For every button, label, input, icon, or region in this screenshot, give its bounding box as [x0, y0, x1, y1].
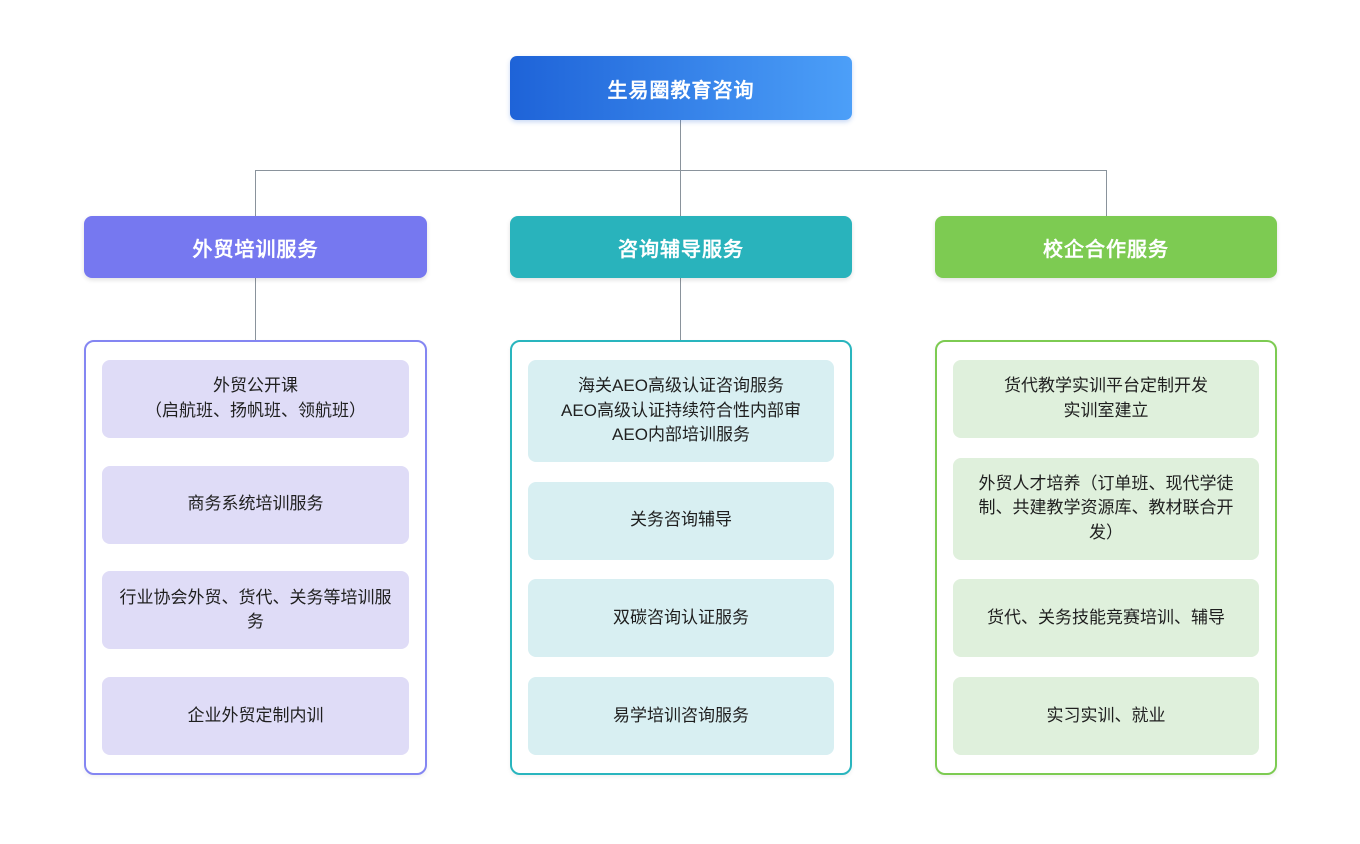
item-card: 海关AEO高级认证咨询服务 AEO高级认证持续符合性内部审 AEO内部培训服务: [528, 360, 834, 462]
branch-header-consulting-coaching: 咨询辅导服务: [510, 216, 852, 278]
item-card: 货代、关务技能竞赛培训、辅导: [953, 579, 1259, 658]
item-card: 关务咨询辅导: [528, 481, 834, 560]
item-card: 外贸人才培养（订单班、现代学徒制、共建教学资源库、教材联合开发）: [953, 457, 1259, 560]
branch-container-consulting-coaching: 海关AEO高级认证咨询服务 AEO高级认证持续符合性内部审 AEO内部培训服务 …: [510, 340, 852, 775]
item-card: 企业外贸定制内训: [102, 676, 409, 755]
connector-header-container-branch-2: [680, 278, 681, 340]
connector-horizontal-rail: [255, 170, 1107, 171]
item-card: 外贸公开课 （启航班、扬帆班、领航班）: [102, 360, 409, 438]
item-card: 商务系统培训服务: [102, 465, 409, 544]
item-card: 易学培训咨询服务: [528, 676, 834, 755]
connector-root-drop: [680, 120, 681, 170]
item-card: 实习实训、就业: [953, 676, 1259, 755]
branch-header-label: 咨询辅导服务: [618, 238, 744, 261]
branch-container-school-enterprise: 货代教学实训平台定制开发 实训室建立 外贸人才培养（订单班、现代学徒制、共建教学…: [935, 340, 1277, 775]
branch-container-trade-training: 外贸公开课 （启航班、扬帆班、领航班） 商务系统培训服务 行业协会外贸、货代、关…: [84, 340, 427, 775]
branch-header-label: 校企合作服务: [1043, 238, 1169, 261]
connector-drop-branch-1: [255, 170, 256, 216]
item-card: 行业协会外贸、货代、关务等培训服务: [102, 571, 409, 650]
branch-header-school-enterprise: 校企合作服务: [935, 216, 1277, 278]
connector-drop-branch-3: [1106, 170, 1107, 216]
connector-header-container-branch-1: [255, 278, 256, 340]
connector-drop-branch-2: [680, 170, 681, 216]
branch-header-label: 外贸培训服务: [192, 238, 319, 261]
branch-header-trade-training: 外贸培训服务: [84, 216, 427, 278]
item-card: 双碳咨询认证服务: [528, 579, 834, 658]
root-node-label: 生易圈教育咨询: [607, 79, 755, 102]
item-card: 货代教学实训平台定制开发 实训室建立: [953, 360, 1259, 438]
root-node: 生易圈教育咨询: [510, 56, 852, 120]
